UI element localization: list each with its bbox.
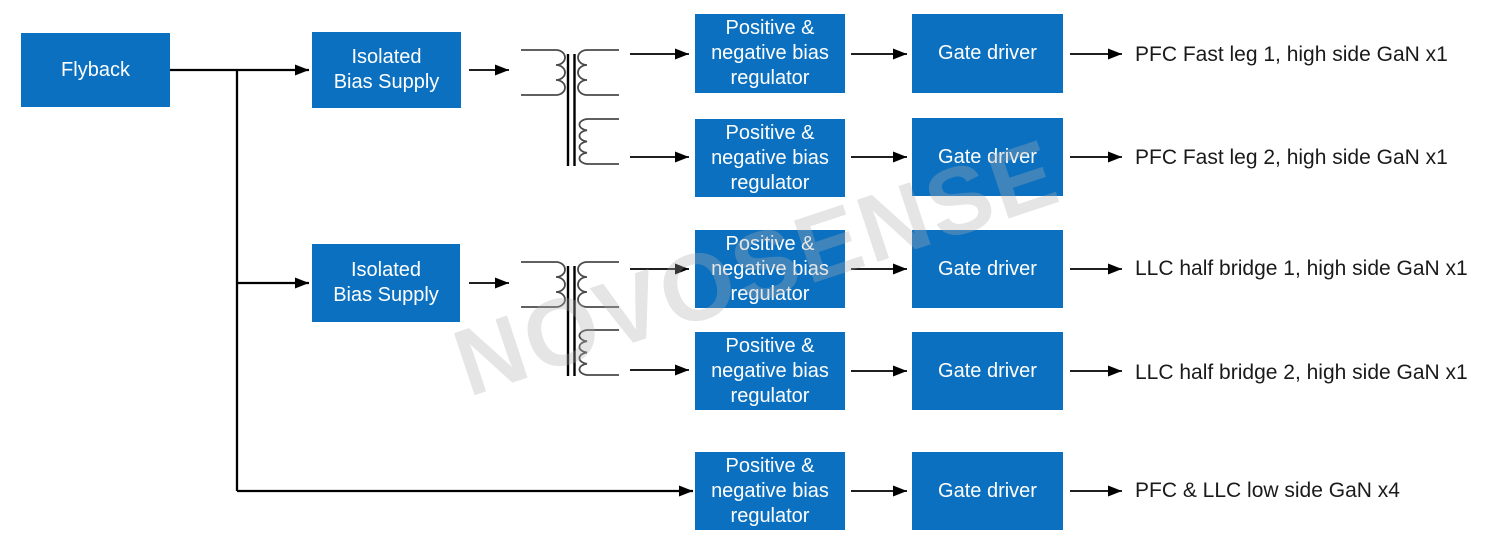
isolated-bias-supply-label-line2: Bias Supply: [333, 284, 439, 306]
bias-regulator-block-5: Positive & negative bias regulator: [695, 452, 845, 530]
isolated-bias-supply-label-line1: Isolated: [351, 46, 422, 68]
transformer-2-icon: [521, 261, 619, 376]
gate-driver-label: Gate driver: [938, 145, 1037, 168]
gate-driver-block-1: Gate driver: [912, 14, 1063, 93]
isolated-bias-supply-label-line1: Isolated: [350, 259, 422, 281]
bias-regulator-label-line1: Positive &: [725, 454, 815, 477]
transformer-output-arrows: [630, 48, 689, 376]
bias-regulator-label-line3: regulator: [730, 384, 810, 407]
bias-regulator-label-line2: negative bias: [711, 146, 829, 169]
output-label-pfc-fast-leg-1: PFC Fast leg 1, high side GaN x1: [1135, 43, 1448, 66]
bias-regulator-label-line1: Positive &: [725, 334, 815, 357]
isolated-bias-supply-block-2: Isolated Bias Supply: [312, 244, 460, 322]
bias-regulator-label-line2: negative bias: [711, 42, 829, 64]
bias-regulator-label-line2: negative bias: [711, 359, 829, 382]
isolated-bias-supply-label-line2: Bias Supply: [333, 71, 440, 93]
transformer-1-icon: [521, 49, 619, 166]
bias-regulator-block-1: Positive & negative bias regulator: [695, 14, 845, 93]
bias-supply-to-transformer-arrows: [469, 64, 509, 289]
gate-driver-label: Gate driver: [938, 257, 1037, 280]
bias-regulator-label-line2: negative bias: [711, 479, 829, 502]
bias-regulator-block-3: Positive & negative bias regulator: [695, 230, 845, 308]
gate-driver-label: Gate driver: [938, 359, 1037, 382]
isolated-bias-supply-block-1: Isolated Bias Supply: [312, 32, 461, 108]
output-label-llc-half-bridge-2: LLC half bridge 2, high side GaN x1: [1135, 361, 1468, 384]
bias-regulator-label-line3: regulator: [730, 171, 810, 194]
output-label-pfc-fast-leg-2: PFC Fast leg 2, high side GaN x1: [1135, 146, 1448, 169]
flyback-block: Flyback: [21, 33, 170, 107]
bias-regulator-label-line2: negative bias: [711, 257, 829, 280]
gate-driver-block-4: Gate driver: [912, 332, 1063, 410]
gate-driver-block-2: Gate driver: [912, 118, 1063, 196]
bias-regulator-label-line1: Positive &: [725, 17, 815, 39]
flyback-label: Flyback: [61, 58, 130, 81]
regulator-to-driver-arrows: [851, 48, 907, 497]
flyback-distribution-lines: [170, 64, 693, 497]
bias-regulator-label-line1: Positive &: [725, 232, 815, 255]
bias-regulator-label-line3: regulator: [730, 67, 810, 89]
bias-regulator-label-line3: regulator: [730, 504, 810, 527]
output-label-low-side: PFC & LLC low side GaN x4: [1135, 479, 1400, 502]
driver-to-output-arrows: [1070, 48, 1122, 497]
bias-regulator-label-line3: regulator: [730, 282, 810, 305]
output-label-llc-half-bridge-1: LLC half bridge 1, high side GaN x1: [1135, 257, 1468, 280]
gate-driver-label: Gate driver: [938, 479, 1037, 502]
gate-driver-label: Gate driver: [938, 42, 1037, 64]
bias-regulator-block-2: Positive & negative bias regulator: [695, 119, 845, 197]
gate-driver-block-5: Gate driver: [912, 452, 1063, 530]
bias-regulator-label-line1: Positive &: [725, 121, 815, 144]
gate-driver-block-3: Gate driver: [912, 230, 1063, 308]
bias-regulator-block-4: Positive & negative bias regulator: [695, 332, 845, 410]
